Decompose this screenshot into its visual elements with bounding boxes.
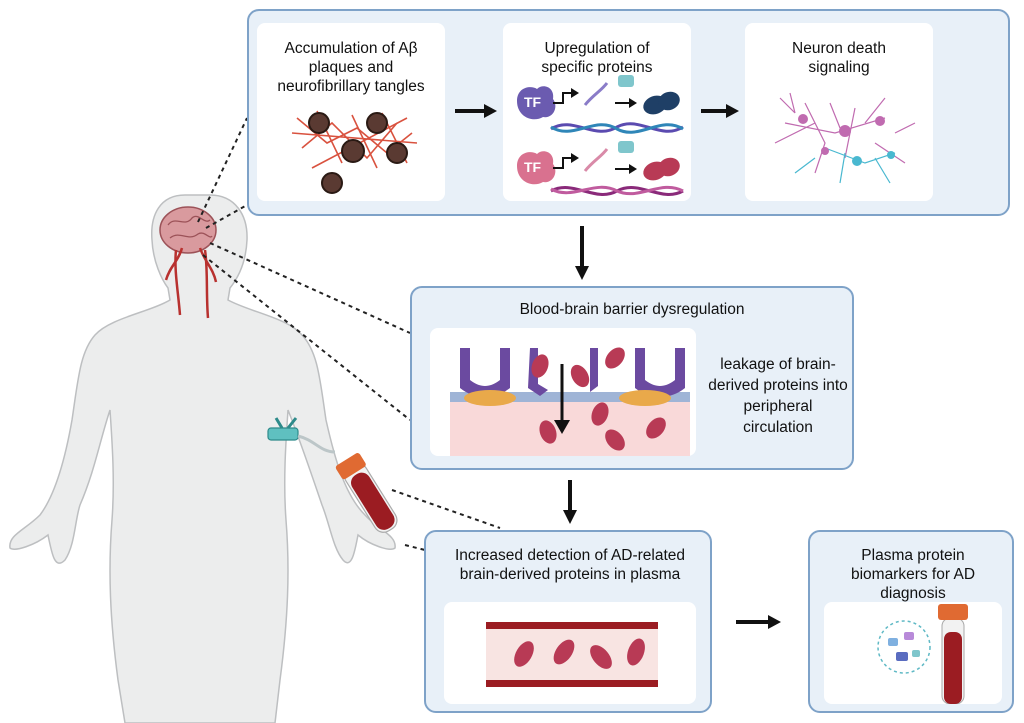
neuron-death-label: Neuron death signaling: [792, 40, 886, 76]
leakage-label: leakage of brain-derived proteins into p…: [708, 356, 848, 436]
pericytes: [464, 390, 671, 406]
connector-lines: [197, 117, 501, 551]
leaking-proteins: [531, 347, 666, 451]
tf-pink: [517, 151, 556, 185]
neuron-death-card: Neuron death signaling: [745, 23, 933, 201]
bbb-illustration: [450, 347, 690, 456]
tf-label-top: TF: [524, 94, 542, 110]
bbb-title: Blood-brain barrier dysregulation: [519, 301, 745, 318]
plaques-label: Accumulation of Aβ plaques and neurofibr…: [277, 40, 425, 95]
neck-vessels: [164, 247, 218, 319]
neurons-illustration: [774, 92, 916, 184]
plaques-tangles-illustration: [291, 110, 418, 194]
blood-vessel-illustration: [486, 622, 658, 687]
plaques-card: Accumulation of Aβ plaques and neurofibr…: [257, 23, 445, 201]
detection-panel: Increased detection of AD-related brain-…: [424, 530, 712, 713]
biomarker-molecules: [888, 632, 920, 661]
upregulation-label: Upregulation of specific proteins: [541, 40, 653, 76]
blood-tube: [335, 453, 398, 533]
plasma-proteins: [514, 638, 645, 669]
brain: [159, 206, 217, 254]
body-silhouette: [9, 194, 396, 723]
protein-blue: [643, 91, 680, 115]
gene-expression-illustration: [517, 75, 684, 196]
blood-vessel-card: [444, 602, 696, 704]
bbb-panel: Blood-brain barrier dysregulation: [410, 286, 854, 470]
neuron-bodies: [798, 114, 895, 166]
protein-red: [643, 157, 680, 181]
biomarkers-panel: Plasma protein biomarkers for AD diagnos…: [808, 530, 1014, 713]
molecular-events-panel: Accumulation of Aβ plaques and neurofibr…: [247, 9, 1010, 216]
tf-label-bottom: TF: [524, 159, 542, 175]
amyloid-plaques: [308, 112, 408, 194]
plasma-tube-illustration: [877, 604, 968, 704]
bbb-illustration-card: [430, 328, 696, 456]
upregulation-card: Upregulation of specific proteins TF TF: [503, 23, 691, 201]
tube-card: [824, 602, 1002, 704]
detection-label: Increased detection of AD-related brain-…: [454, 547, 686, 583]
biomarkers-label: Plasma protein biomarkers for AD diagnos…: [850, 547, 976, 602]
tf-purple: [517, 86, 556, 120]
iv-catheter: [267, 417, 336, 454]
